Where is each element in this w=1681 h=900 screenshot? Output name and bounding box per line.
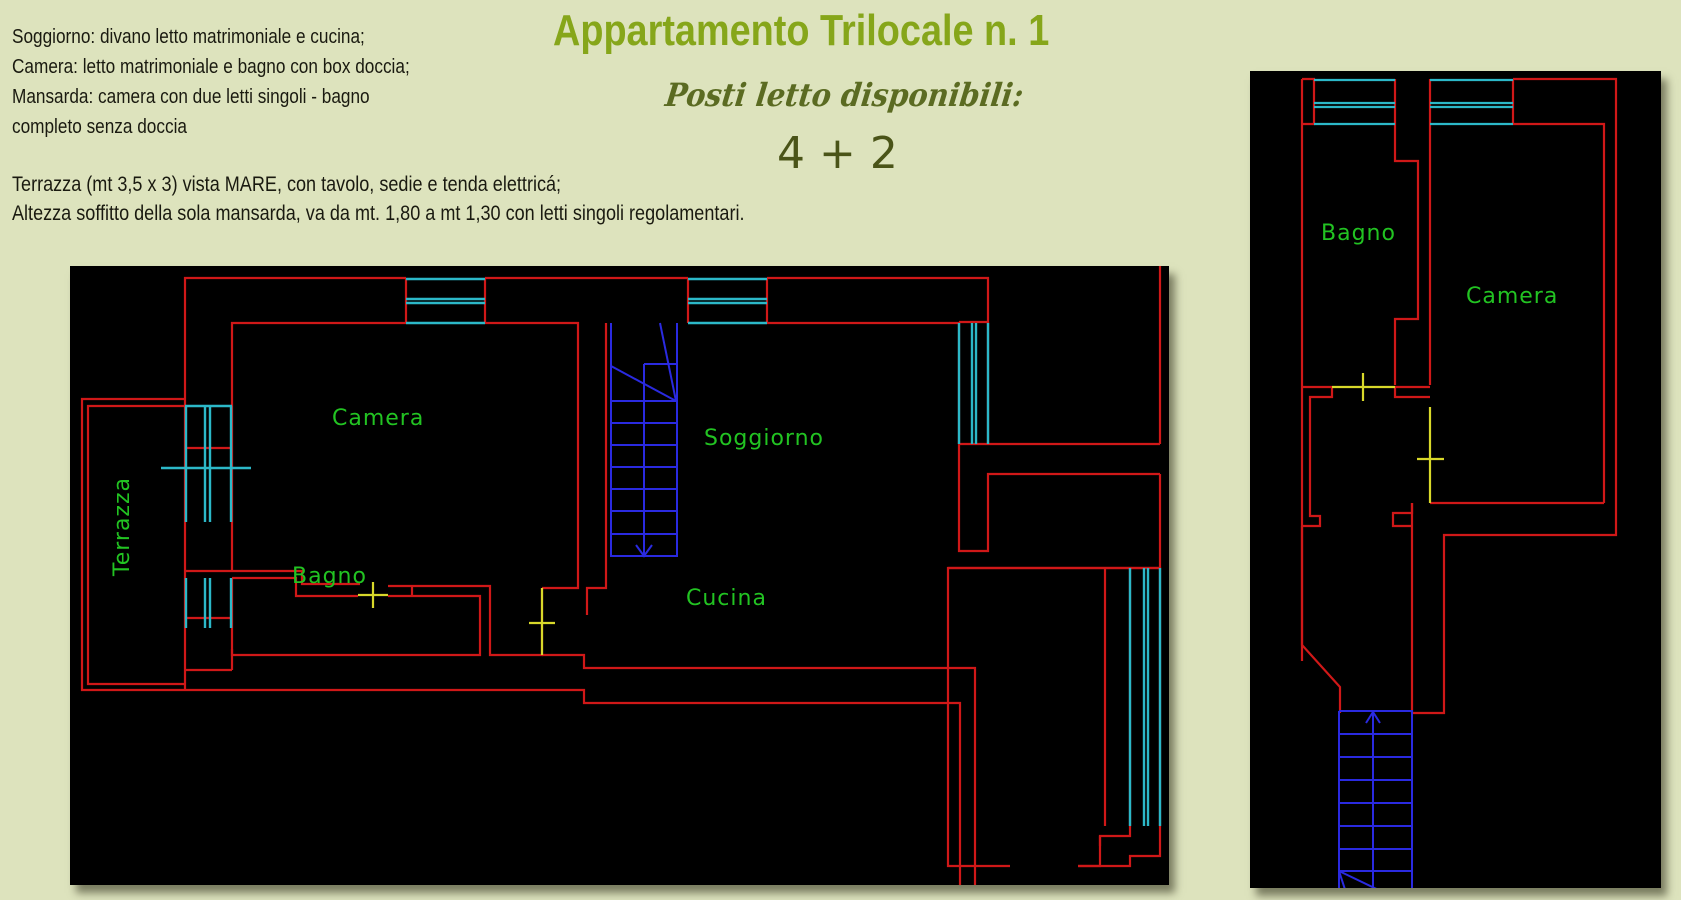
- attic-staircase: [1338, 710, 1413, 888]
- attic-windows: [1314, 78, 1513, 126]
- description-line: Camera: letto matrimoniale e bagno con b…: [12, 56, 410, 78]
- attic-floor-plan: Bagno Camera: [1250, 71, 1661, 888]
- attic-floor-drawing: [1300, 77, 1618, 888]
- room-label-attic-camera: Camera: [1466, 284, 1559, 309]
- main-floor-plan: Camera Soggiorno Bagno Cucina Terrazza: [70, 266, 1169, 885]
- room-label-bagno: Bagno: [292, 564, 367, 589]
- doors: [358, 582, 555, 655]
- beds-count: 4 + 2: [777, 128, 898, 179]
- ceiling-height-note: Altezza soffitto della sola mansarda, va…: [12, 202, 745, 225]
- page-title: Appartamento Trilocale n. 1: [553, 6, 1050, 55]
- windows: [161, 277, 1162, 826]
- description-block: Soggiorno: divano letto matrimoniale e c…: [12, 22, 410, 142]
- room-label-terrazza: Terrazza: [110, 477, 135, 576]
- description-line: Soggiorno: divano letto matrimoniale e c…: [12, 26, 365, 48]
- room-label-soggiorno: Soggiorno: [704, 426, 824, 451]
- room-label-cucina: Cucina: [686, 586, 767, 611]
- room-label-camera: Camera: [332, 406, 425, 431]
- beds-available-heading: Posti letto disponibili:: [663, 76, 1026, 114]
- attic-walls: [1300, 77, 1618, 715]
- attic-doors: [1332, 373, 1444, 503]
- terrace-description: Terrazza (mt 3,5 x 3) vista MARE, con ta…: [12, 173, 562, 196]
- description-line: completo senza doccia: [12, 116, 187, 138]
- extra-description-block: Terrazza (mt 3,5 x 3) vista MARE, con ta…: [12, 170, 744, 228]
- description-line: Mansarda: camera con due letti singoli -…: [12, 86, 370, 108]
- room-label-attic-bagno: Bagno: [1321, 221, 1396, 246]
- staircase: [610, 322, 678, 558]
- main-floor-drawing: [80, 266, 1162, 885]
- walls: [80, 266, 1162, 885]
